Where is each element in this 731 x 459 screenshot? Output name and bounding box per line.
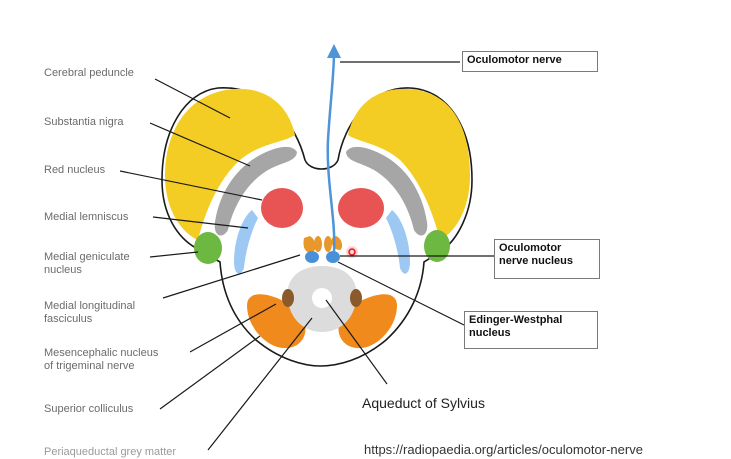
medial-lemniscus-left bbox=[234, 210, 258, 274]
cursor-marker bbox=[346, 246, 358, 258]
source-url[interactable]: https://radiopaedia.org/articles/oculomo… bbox=[364, 442, 643, 457]
cerebral-peduncle-left bbox=[165, 88, 295, 240]
label-mlf: Medial longitudinal fasciculus bbox=[44, 300, 135, 326]
box-edinger-westphal-line1: Edinger-Westphal bbox=[469, 314, 563, 326]
red-nucleus-right bbox=[338, 188, 384, 228]
box-edinger-westphal-line2: nucleus bbox=[469, 327, 511, 339]
label-medial-geniculate-line2: nucleus bbox=[44, 264, 82, 276]
aqueduct bbox=[312, 288, 332, 308]
label-superior-colliculus: Superior colliculus bbox=[44, 403, 134, 415]
oculomotor-nucleus-left bbox=[305, 251, 319, 263]
label-mesencephalic-line1: Mesencephalic nucleus bbox=[44, 347, 159, 359]
mlf-left bbox=[314, 236, 322, 252]
label-medial-lemniscus: Medial lemniscus bbox=[44, 211, 129, 223]
box-oculomotor-nucleus-line1: Oculomotor bbox=[499, 242, 562, 254]
label-mesencephalic: Mesencephalic nucleus of trigeminal nerv… bbox=[44, 347, 158, 373]
label-cerebral-peduncle: Cerebral peduncle bbox=[44, 67, 134, 79]
box-oculomotor-nucleus: Oculomotor nerve nucleus bbox=[494, 239, 600, 279]
medial-lemniscus-right bbox=[386, 210, 410, 274]
medial-geniculate-right bbox=[424, 230, 450, 262]
cerebral-peduncle-right bbox=[348, 88, 470, 240]
label-medial-geniculate-line1: Medial geniculate bbox=[44, 251, 130, 263]
label-medial-geniculate: Medial geniculate nucleus bbox=[44, 251, 130, 277]
mesencephalic-nucleus-left bbox=[282, 289, 294, 307]
edinger-westphal-left bbox=[303, 236, 316, 253]
red-nucleus-left bbox=[261, 188, 303, 228]
box-oculomotor-nerve: Oculomotor nerve bbox=[462, 51, 598, 72]
substantia-nigra-right bbox=[346, 146, 428, 236]
leader-lines bbox=[119, 61, 494, 451]
medial-geniculate-left bbox=[194, 232, 222, 264]
box-edinger-westphal: Edinger-Westphal nucleus bbox=[464, 311, 598, 349]
label-red-nucleus: Red nucleus bbox=[44, 164, 106, 176]
label-mesencephalic-line2: of trigeminal nerve bbox=[44, 360, 135, 372]
label-mlf-line1: Medial longitudinal bbox=[44, 300, 136, 312]
label-substantia-nigra: Substantia nigra bbox=[44, 116, 124, 128]
label-cut-off: Periaqueductal grey matter bbox=[44, 446, 177, 458]
mesencephalic-nucleus-right bbox=[350, 289, 362, 307]
arrow-head bbox=[327, 44, 341, 58]
label-mlf-line2: fasciculus bbox=[44, 313, 93, 325]
label-aqueduct-of-sylvius: Aqueduct of Sylvius bbox=[362, 395, 485, 411]
oculomotor-nerve-arrow bbox=[326, 51, 336, 253]
oculomotor-nucleus-right bbox=[326, 251, 340, 263]
box-oculomotor-nucleus-line2: nerve nucleus bbox=[499, 255, 573, 267]
substantia-nigra-left bbox=[214, 146, 297, 236]
mlf-right bbox=[324, 236, 332, 252]
